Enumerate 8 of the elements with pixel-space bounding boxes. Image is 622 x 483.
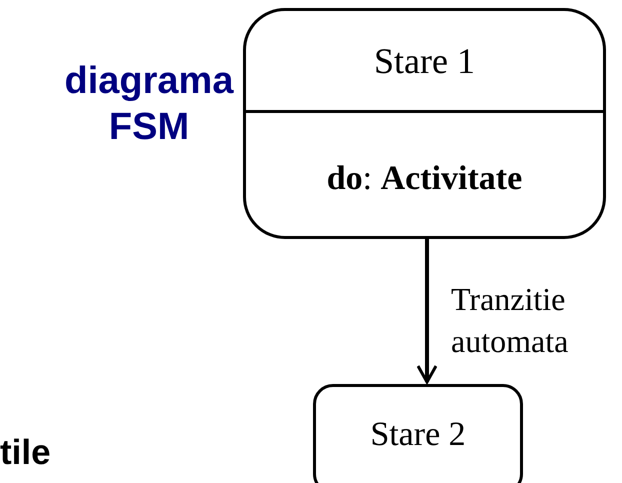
transition-arrow [416,239,438,384]
state-name: Stare 2 [370,416,466,454]
state-box [313,384,523,483]
heading-text: diagrama FSM [64,59,235,150]
state-box [243,8,606,239]
partial-heading: tile [0,432,52,474]
state-name: Stare 1 [374,40,475,82]
state-activity: do: Activitate [326,160,522,198]
